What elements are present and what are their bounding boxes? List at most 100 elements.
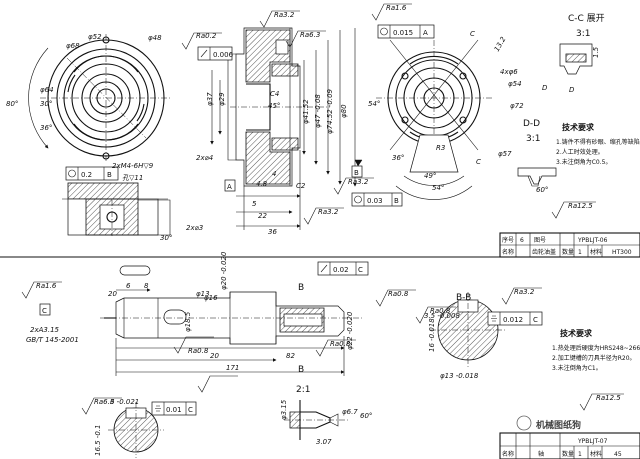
label-d64: φ64 (40, 86, 54, 94)
label-4p8: 4.8 (256, 180, 268, 188)
tb-bottom-r1c5: YPBLJT-07 (577, 438, 608, 445)
label-b-dim82: 82 (286, 352, 295, 360)
tech-top-line1: 1.铸件不得有砂眼、缩孔等缺陷。 (556, 138, 640, 146)
label-ra32a: Ra3.2 (274, 11, 295, 19)
label-d80: φ80 (340, 104, 348, 118)
label-ra125-top: Ra12.5 (568, 202, 593, 210)
tech-top-line2: 2.人工时效处理。 (556, 148, 604, 156)
label-b-ra08a: Ra0.8 (388, 290, 409, 298)
view-scale-dd: 3:1 (526, 134, 540, 144)
label-b-d20b: φ20 -0.020 (220, 251, 228, 290)
bottom-labels: Ra1.6 2xA3.15 GB/T 145-2001 6 8 20 φ13 φ… (26, 251, 621, 456)
tech-bottom-line1: 1.热处理后硬度为HRS248~266。 (552, 344, 640, 352)
tech-bottom-line3: 3.未注倒角为C1。 (552, 364, 602, 372)
label-b-d67: φ6.7 (342, 408, 358, 416)
label-section-c: C (470, 30, 475, 38)
detail-cc-dd (517, 43, 593, 187)
label-22: 22 (258, 212, 267, 220)
tb-top-r2c1: 名称 (502, 248, 514, 256)
label-b-section: B (298, 283, 304, 293)
label-80deg: 80° (6, 100, 18, 108)
tb-top-r2c4: 1 (578, 249, 582, 256)
tb-bottom-r2c1: 名称 (502, 450, 514, 458)
fcf-concentricity: 0.03 B (351, 192, 403, 207)
label-section-d: D (542, 84, 548, 92)
label-b-ra08b: Ra0.8 (430, 307, 451, 315)
label-b-ra16: Ra1.6 (36, 282, 57, 290)
tech-bottom-line2: 2.加工键槽的刀具半径为R20。 (552, 354, 636, 362)
fcf-circularity: 0.2 B (65, 166, 119, 181)
tb-top-r1c1: 序号 (502, 236, 514, 244)
label-d68: φ68 (66, 42, 80, 50)
label-45deg: 45° (268, 102, 280, 110)
label-60deg: 60° (536, 186, 548, 194)
datum-c: C (42, 307, 47, 315)
tb-bottom-r2c6: 45 (614, 451, 622, 458)
view-title-dd: D-D (523, 119, 540, 129)
label-ra32b: Ra3.2 (348, 178, 369, 186)
label-c2: C2 (296, 182, 306, 190)
label-chamfer2: 2x⌀4 (196, 154, 213, 162)
label-d47: φ47 -0.08 (314, 94, 322, 128)
label-b-6: 6 (126, 282, 131, 290)
view-titles-top: C-C 展开 3:1 D-D 3:1 (523, 13, 605, 144)
position-value: 0.015 (393, 29, 413, 37)
label-1p5: 1.5 (592, 46, 600, 58)
concentricity-value: 0.03 (367, 197, 383, 205)
datum-a: A (227, 183, 232, 191)
label-section-d2: D (569, 86, 575, 94)
front-view-top (28, 34, 172, 162)
label-5: 5 (252, 200, 257, 208)
tb-top-r2c5: 材料 (590, 248, 602, 256)
label-c4: C4 (270, 90, 279, 98)
datum-b: B (354, 169, 359, 177)
fcf-symmetry-1: 0.012 C (487, 311, 543, 326)
label-section-c2: C (476, 158, 481, 166)
tech-heading-bottom: 技术要求 (560, 328, 593, 338)
position-ref: A (423, 29, 428, 37)
label-bb: B-B (456, 293, 471, 303)
label-center-hole: 2xA3.15 (30, 326, 60, 334)
label-b-ra32: Ra3.2 (514, 288, 535, 296)
label-d7452: φ74.52 -0.09 (326, 88, 334, 134)
label-r3: R3 (436, 144, 445, 152)
label-30b: 30° (160, 234, 172, 242)
tb-top-r2c3: 数量 (562, 248, 574, 256)
tb-bottom-r2c3: 数量 (562, 450, 574, 458)
symmetry-1-ref: C (533, 316, 538, 324)
concentricity-ref: B (394, 197, 399, 205)
label-b-60deg: 60° (360, 412, 372, 420)
tech-top-line3: 3.未注倒角为C0.5。 (556, 158, 611, 166)
label-chamfer3: 2x⌀3 (186, 224, 203, 232)
label-b-d315: φ3.15 (280, 399, 288, 420)
label-b-dim171: 171 (226, 364, 239, 372)
label-b-ra63: Ra6.3 (94, 398, 114, 406)
circularity-value: 0.2 (81, 171, 92, 179)
datum-boxes: A B C (39, 165, 363, 316)
section-bb (430, 292, 506, 368)
label-36b: 36° (392, 154, 404, 162)
label-ra32c: Ra3.2 (318, 208, 339, 216)
tb-bottom-r2c5: 材料 (590, 450, 602, 458)
center-hole-detail (284, 400, 350, 440)
symmetry-2-ref: C (188, 406, 193, 414)
label-b-d185: φ18.5 (184, 311, 192, 332)
label-b-d22: φ22 -0.020 (346, 311, 354, 350)
label-49deg: 49° (424, 172, 436, 180)
label-13p2: 13.2 (493, 35, 508, 53)
label-ra16: Ra1.6 (386, 4, 407, 12)
label-b-d13: φ13 (196, 290, 210, 298)
wechat-icon (516, 415, 532, 431)
title-block-top-text: 序号 6 图号 YPBLJT-06 名称 齿轮油盖 数量 1 材料 HT300 (502, 236, 632, 256)
tb-bottom-r2c4: 1 (578, 451, 582, 458)
label-thread-depth: 孔▽11 (122, 174, 143, 182)
label-b-dim6: 6 -0.021 (110, 398, 139, 406)
label-d29: φ29 (218, 92, 226, 106)
title-block-top (499, 232, 640, 258)
label-d37: φ37 (206, 92, 214, 106)
label-36: 36 (268, 228, 277, 236)
fcf-symmetry-2: 0.01 C (151, 401, 197, 416)
label-ra02: Ra0.2 (196, 32, 217, 40)
label-ra63: Ra6.3 (300, 31, 320, 39)
label-54b: 54° (368, 100, 380, 108)
